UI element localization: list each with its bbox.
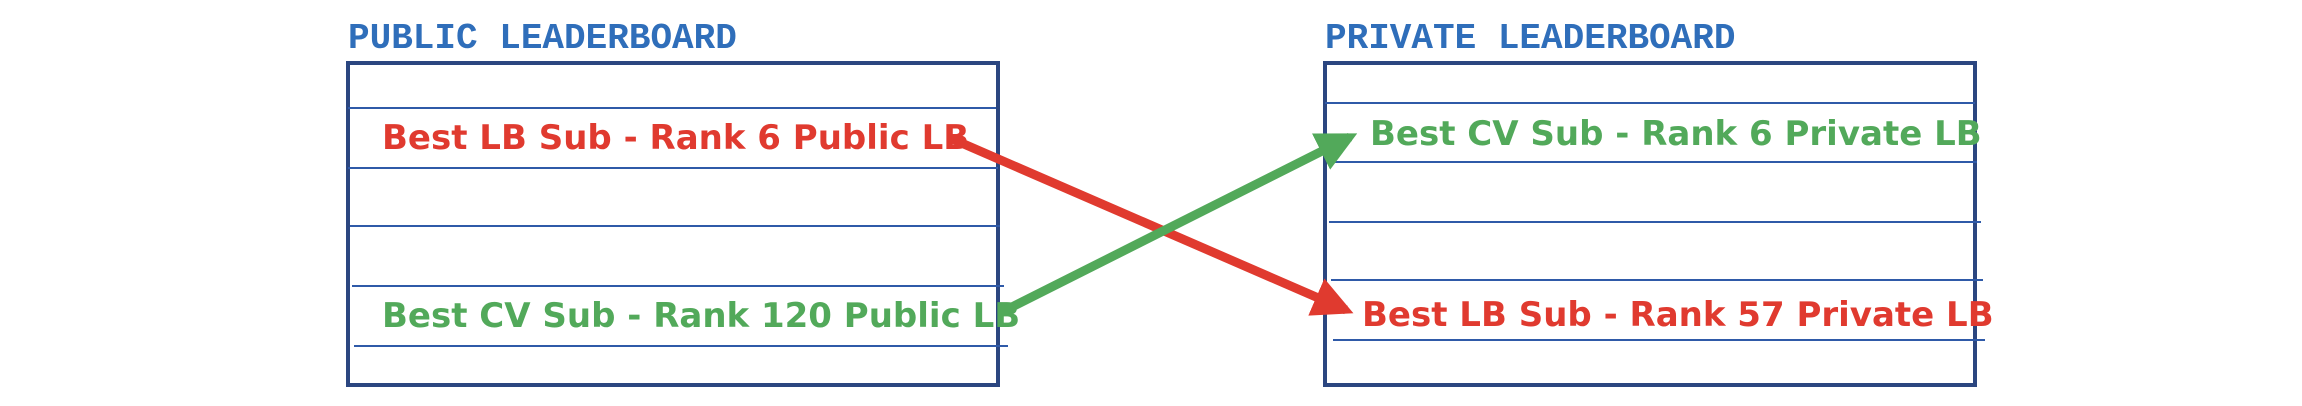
private-leaderboard-title: PRIVATE LEADERBOARD (1325, 18, 1735, 59)
private-best-lb-entry: Best LB Sub - Rank 57 Private LB (1362, 295, 1994, 335)
best-cv-shakeup-arrow (999, 132, 1358, 317)
private-leaderboard: PRIVATE LEADERBOARD Best CV Sub - Rank 6… (1323, 18, 1994, 387)
public-leaderboard-title: PUBLIC LEADERBOARD (348, 18, 737, 59)
best-lb-shakeup-arrow (948, 133, 1354, 316)
public-leaderboard-frame (346, 61, 1000, 387)
public-leaderboard: PUBLIC LEADERBOARD Best LB Sub - Rank 6 … (346, 18, 1020, 387)
public-best-lb-entry: Best LB Sub - Rank 6 Public LB (382, 118, 969, 158)
private-leaderboard-frame (1323, 61, 1977, 387)
private-best-cv-entry: Best CV Sub - Rank 6 Private LB (1370, 114, 1982, 154)
public-best-cv-entry: Best CV Sub - Rank 120 Public LB (382, 296, 1020, 336)
